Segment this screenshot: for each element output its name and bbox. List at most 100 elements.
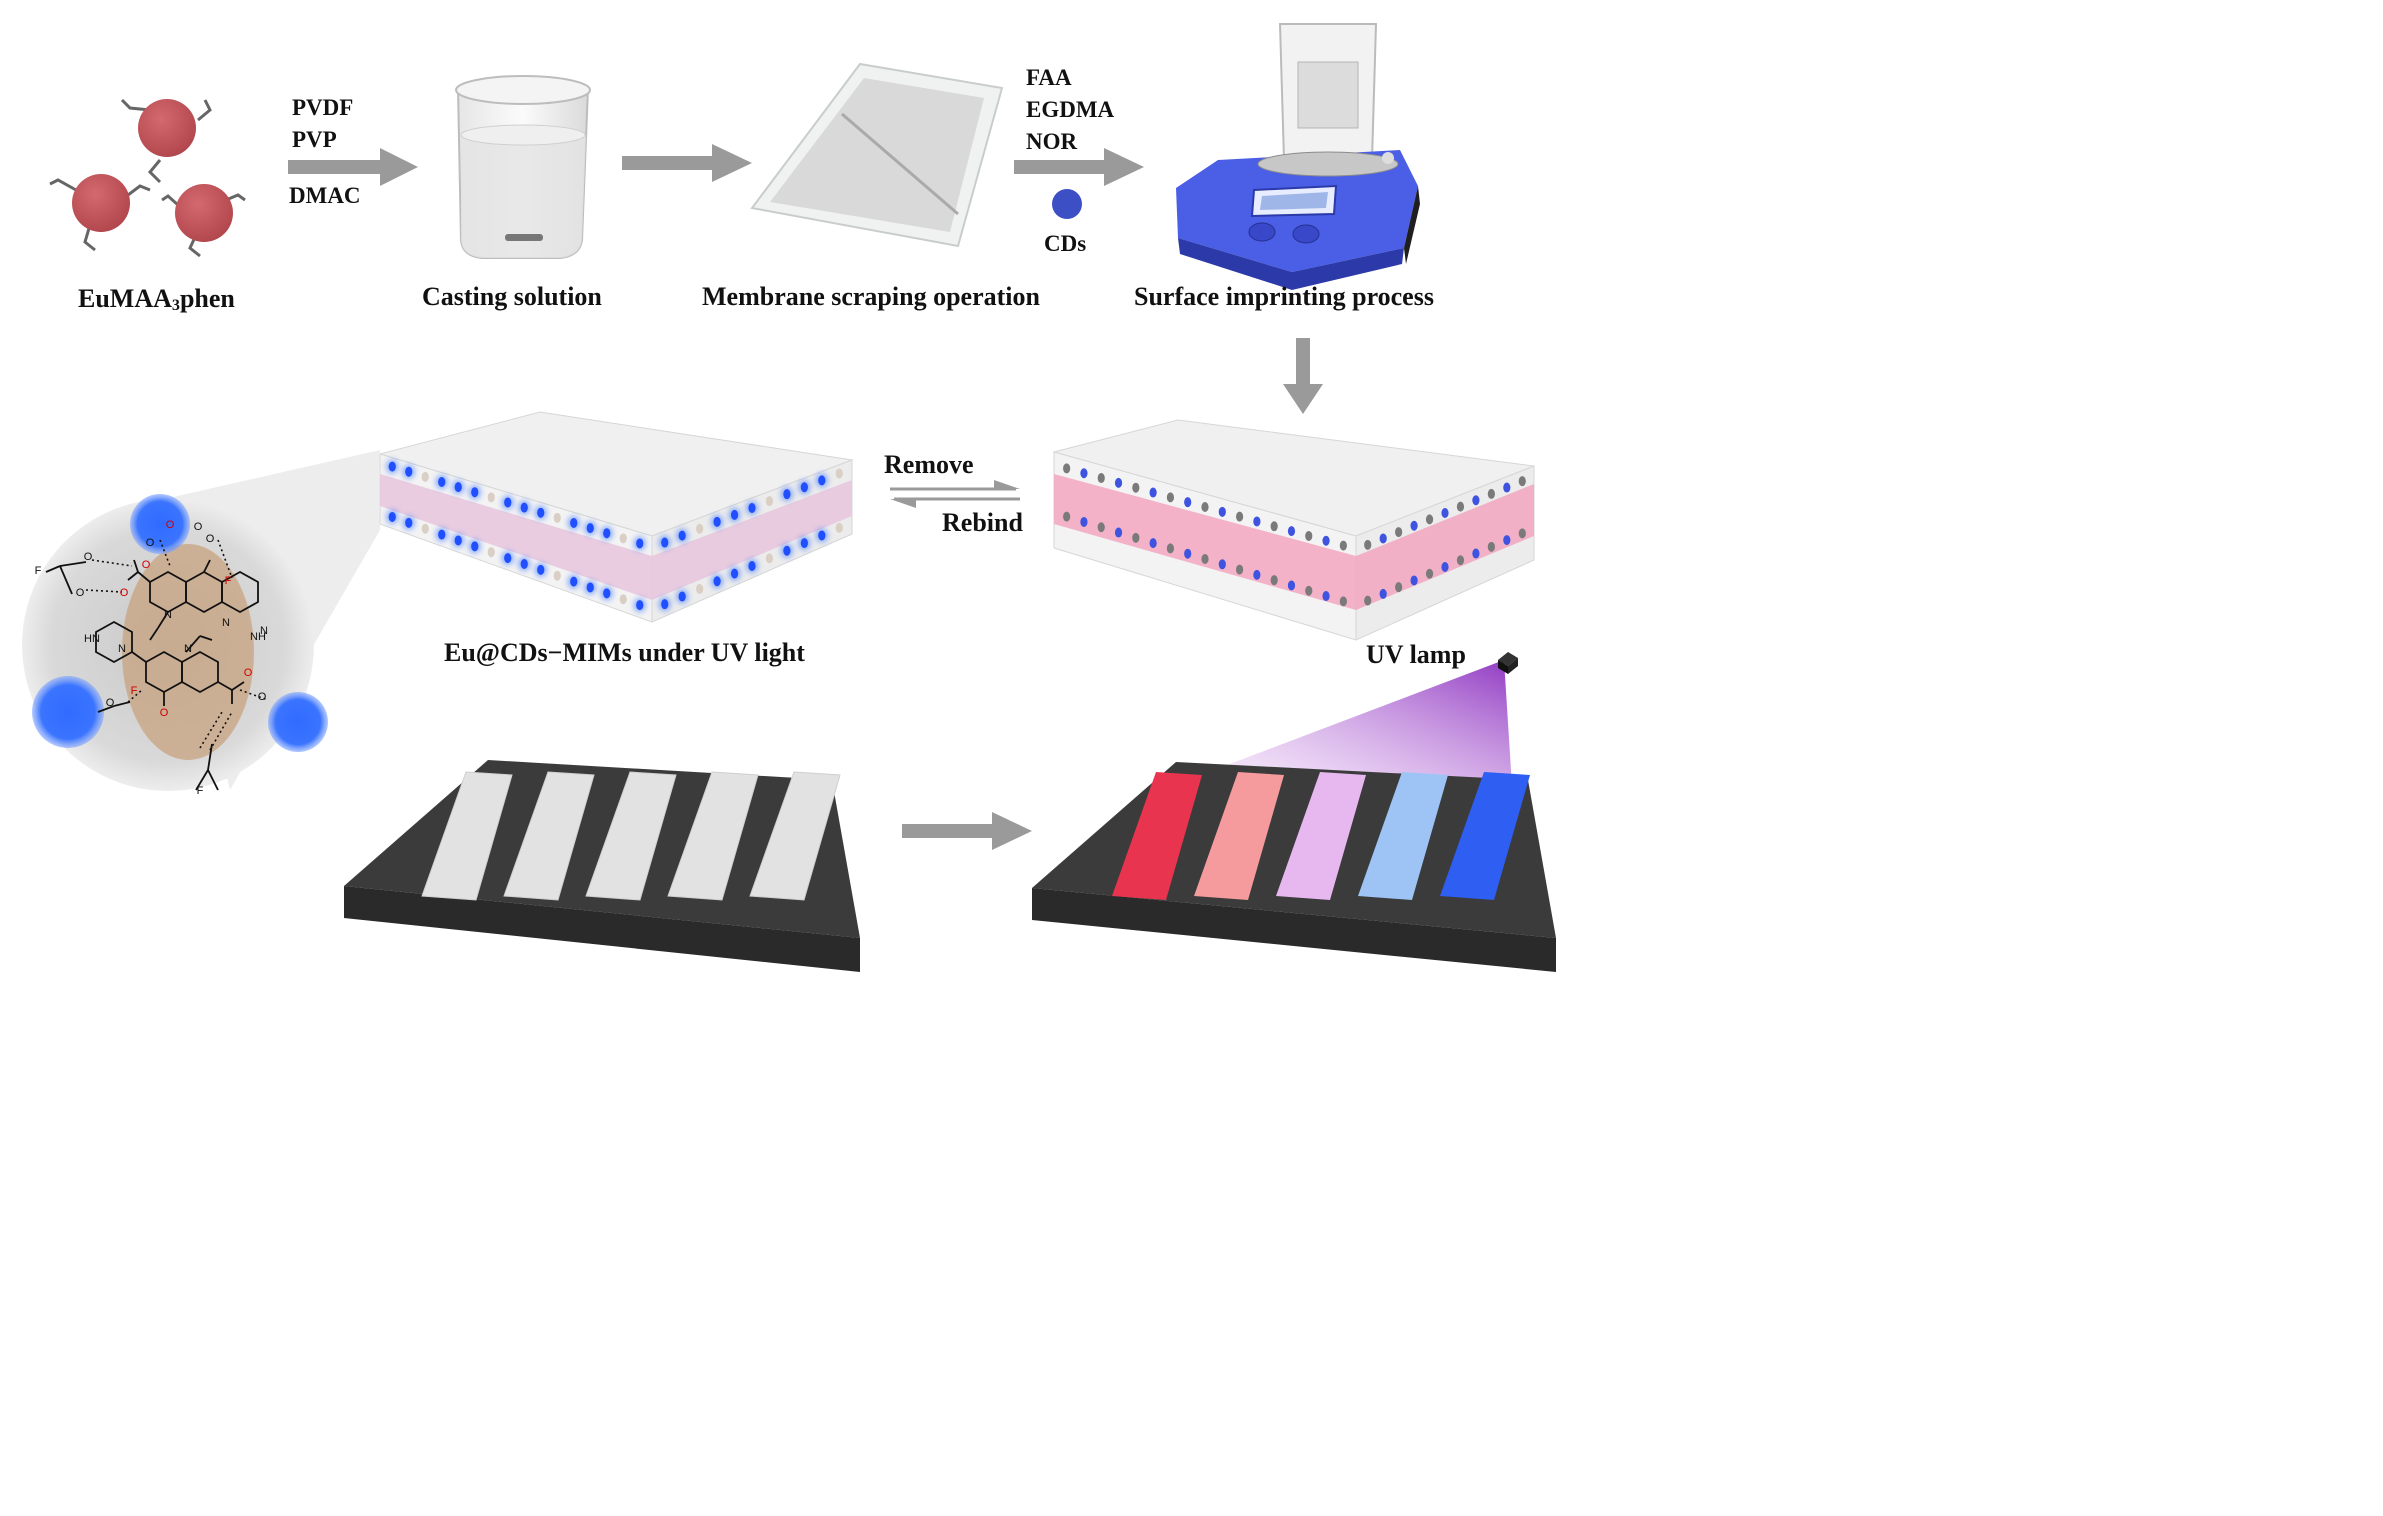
fluorescent-test-strip	[1194, 772, 1284, 900]
imprint-site-dot	[1166, 492, 1175, 503]
imprint-site-dot	[1201, 502, 1209, 512]
blank-test-strip	[667, 771, 759, 901]
reagent-nor: NOR	[1026, 129, 1078, 154]
cd-dot	[818, 530, 826, 541]
imprint-site-dot	[1441, 508, 1449, 518]
imprint-site-dot	[1395, 527, 1403, 538]
cd-dot	[553, 570, 561, 581]
cd-dot	[783, 545, 791, 556]
atom-label: N	[222, 617, 230, 629]
atom-label: O	[142, 559, 151, 571]
cd-dot	[421, 523, 429, 534]
imprint-site-dot	[1201, 554, 1209, 564]
imprint-site-dot	[1235, 511, 1244, 522]
arrow-to-scraping	[622, 144, 752, 182]
eumaa3phen-label: EuMAA3phen	[78, 284, 235, 315]
imprint-site-dot	[1063, 511, 1071, 522]
cd-dot	[730, 568, 739, 579]
atom-label: O	[76, 587, 85, 599]
membrane-scraping-label: Membrane scraping operation	[702, 282, 1040, 311]
uv-test-strip-tray	[1032, 762, 1556, 972]
imprint-site-dot	[1425, 514, 1434, 525]
cd-dot	[835, 468, 843, 479]
cd-dot	[783, 489, 791, 500]
blank-test-strip	[749, 771, 841, 901]
cd-dot	[818, 475, 826, 486]
imprint-site-dot	[1339, 596, 1347, 607]
imprint-site-dot	[1503, 482, 1511, 493]
cd-dot	[603, 528, 611, 539]
cd-dot	[800, 482, 808, 493]
imprint-site-dot	[1456, 501, 1465, 512]
imprint-site-dot	[1379, 533, 1387, 544]
casting-solution-label: Casting solution	[422, 282, 602, 311]
fluorescent-test-strip	[1276, 772, 1366, 900]
cd-dot	[765, 553, 774, 564]
atom-label: F	[131, 685, 138, 697]
imprint-site-dot	[1080, 468, 1088, 479]
imprint-site-dot	[1270, 521, 1278, 532]
cd-dot	[454, 535, 462, 546]
arrow-to-imprinting	[1014, 148, 1144, 186]
imprint-site-dot	[1472, 495, 1480, 506]
atom-label: O	[146, 537, 155, 549]
imprint-site-dot	[1487, 488, 1495, 499]
cd-dot	[748, 561, 756, 571]
cds-dot-icon	[1052, 189, 1082, 219]
cd-dot	[388, 511, 396, 522]
cd-dot	[504, 497, 512, 508]
membrane-uv-label: Eu@CDs−MIMs under UV light	[444, 638, 805, 667]
reagent-dmac: DMAC	[289, 183, 361, 208]
imprint-site-dot	[1472, 548, 1480, 559]
imprint-site-dot	[1441, 562, 1449, 572]
cd-dot	[487, 547, 495, 558]
scraping-plate	[750, 62, 1004, 248]
cd-dot	[438, 476, 446, 487]
cd-dot	[800, 538, 808, 549]
atom-label: O	[84, 551, 93, 563]
atom-label: O	[258, 691, 267, 703]
blank-test-strip	[585, 771, 677, 901]
atom-label: F	[35, 565, 42, 577]
zoom-callout	[22, 450, 380, 791]
uv-lamp-icon	[1498, 652, 1518, 674]
imprint-site-dot	[1425, 568, 1434, 579]
reagent-pvdf: PVDF	[292, 95, 354, 120]
imprint-site-dot	[1322, 591, 1330, 602]
cds-label: CDs	[1044, 231, 1087, 256]
cd-dot	[471, 487, 479, 498]
fluorescent-test-strip	[1358, 772, 1448, 900]
cd-dot	[730, 509, 739, 520]
cd-dot	[636, 600, 644, 611]
cd-dot	[619, 533, 627, 544]
imprint-site-dot	[1339, 540, 1347, 551]
cd-dot	[696, 523, 704, 534]
hydrogen-bonds	[85, 539, 269, 751]
imprint-site-dot	[1456, 555, 1465, 566]
atom-label: O	[106, 697, 115, 709]
imprint-site-dot	[1097, 473, 1105, 484]
cd-dot	[748, 503, 756, 513]
imprint-site-dot	[1218, 559, 1226, 570]
cd-dot	[586, 582, 594, 593]
cd-dot	[471, 541, 479, 552]
imprint-site-dot	[1114, 527, 1123, 538]
imprint-site-dot	[1218, 506, 1226, 517]
imprint-site-dot	[1063, 463, 1071, 474]
imprint-site-dot	[1287, 580, 1296, 591]
imprint-site-dot	[1410, 520, 1418, 531]
nor-molecule-structure	[45, 559, 259, 791]
imprint-site-dot	[1379, 588, 1387, 599]
reagent-faa: FAA	[1026, 65, 1072, 90]
cd-dot	[537, 507, 545, 518]
remove-label: Remove	[884, 450, 974, 479]
cd-dot	[438, 529, 446, 540]
blank-test-strip	[421, 771, 513, 901]
atom-label: O	[206, 533, 215, 545]
arrow-to-uv-tray	[902, 812, 1032, 850]
atom-label: F	[197, 785, 204, 797]
imprint-site-dot	[1364, 595, 1372, 606]
cd-dot	[678, 591, 686, 602]
fluorescent-test-strip	[1440, 772, 1530, 900]
